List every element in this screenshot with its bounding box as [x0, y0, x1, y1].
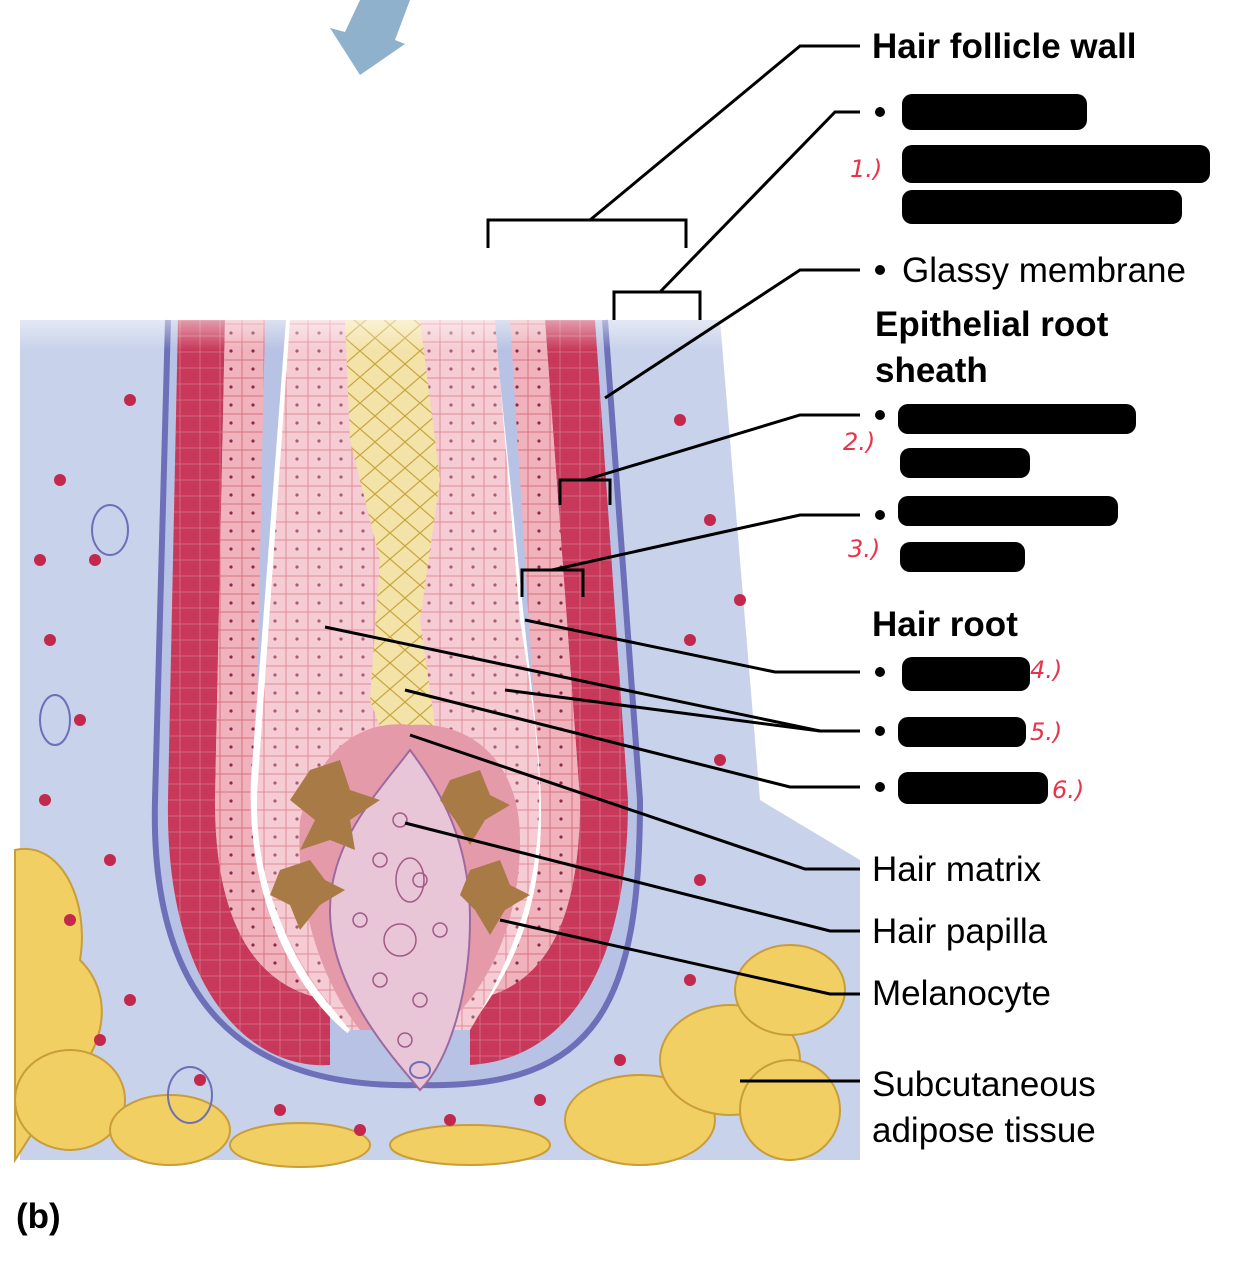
redaction-bar: [902, 94, 1087, 130]
dermis-vessels: [39, 504, 431, 1124]
label-subcutaneous-line1: Subcutaneous: [872, 1065, 1096, 1104]
adipose-tissue: [14, 847, 846, 1168]
label-subcutaneous-line2: adipose tissue: [872, 1111, 1096, 1150]
label-hair-matrix: Hair matrix: [872, 850, 1042, 889]
handwritten-number: 3.): [848, 535, 881, 563]
pointer-arrow-icon: [330, 0, 410, 75]
redaction-bar: [900, 448, 1030, 478]
bullet-marker: [875, 726, 885, 736]
leader-lines: [324, 44, 860, 1083]
redaction-bar: [898, 772, 1048, 804]
handwritten-number: 5.): [1030, 718, 1063, 746]
label-glassy-membrane: Glassy membrane: [902, 251, 1186, 290]
papilla-cells: [352, 812, 448, 1048]
hair-papilla-region: [328, 748, 472, 1092]
redaction-bar: [898, 496, 1118, 526]
bullet-marker: [875, 107, 885, 117]
bullet-marker: [875, 410, 885, 420]
redaction-bar: [898, 404, 1136, 434]
handwritten-number: 6.): [1052, 776, 1085, 804]
redaction-bar: [902, 145, 1210, 183]
dermis-nuclei: [34, 394, 746, 1136]
label-hair-root: Hair root: [872, 605, 1018, 644]
bullet-marker: [875, 510, 885, 520]
handwritten-number: 1.): [850, 155, 883, 183]
label-hair-follicle-wall: Hair follicle wall: [872, 27, 1137, 66]
outer-cells-grid: [215, 320, 580, 1000]
handwritten-number: 4.): [1030, 656, 1063, 684]
handwritten-number: 2.): [843, 428, 876, 456]
label-epithelial-root-sheath-line2: sheath: [875, 351, 988, 390]
top-fade: [0, 290, 800, 350]
bullet-marker: [875, 782, 885, 792]
panel-label: (b): [16, 1197, 61, 1236]
sheath-cells: [167, 320, 628, 1066]
label-melanocyte: Melanocyte: [872, 974, 1051, 1013]
label-hair-papilla: Hair papilla: [872, 912, 1048, 951]
bullet-marker: [875, 667, 885, 677]
melanocytes: [270, 760, 530, 935]
redaction-bar: [900, 542, 1025, 572]
label-epithelial-root-sheath-line1: Epithelial root: [875, 305, 1109, 344]
redaction-bar: [898, 717, 1026, 747]
medulla-cells: [345, 320, 440, 780]
redaction-bar: [902, 190, 1182, 224]
bullet-marker: [875, 265, 885, 275]
redaction-bar: [902, 657, 1030, 691]
